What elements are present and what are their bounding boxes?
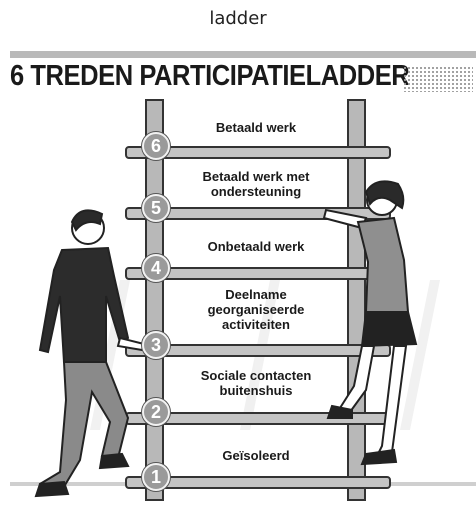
ladder-right-rail — [347, 99, 366, 501]
step-2-label: Sociale contacten buitenshuis — [200, 368, 312, 398]
step-6-badge: 6 — [142, 132, 170, 160]
step-1-label: Geïsoleerd — [222, 448, 290, 463]
header-rule — [10, 51, 476, 58]
step-1-badge: 1 — [142, 463, 170, 491]
step-5-label: Betaald werk met ondersteuning — [202, 169, 310, 199]
ladder-illustration — [10, 99, 476, 501]
participation-ladder-diagram: Betaald werk Betaald werk met ondersteun… — [10, 99, 476, 513]
step-4-label: Onbetaald werk — [207, 239, 305, 254]
man-figure — [34, 209, 146, 498]
step-5-badge: 5 — [142, 194, 170, 222]
image-caption: ladder — [209, 8, 267, 29]
diagram-title: 6 TREDEN PARTICIPATIELADDER — [10, 60, 410, 92]
title-dot-pattern — [403, 66, 473, 92]
ladder-left-rail — [145, 99, 164, 501]
step-2-badge: 2 — [142, 398, 170, 426]
step-3-badge: 3 — [142, 331, 170, 359]
step-6-label: Betaald werk — [215, 120, 297, 135]
woman-figure — [322, 180, 418, 466]
step-4-badge: 4 — [142, 254, 170, 282]
step-3-label: Deelname georganiseerde activiteiten — [207, 287, 305, 332]
